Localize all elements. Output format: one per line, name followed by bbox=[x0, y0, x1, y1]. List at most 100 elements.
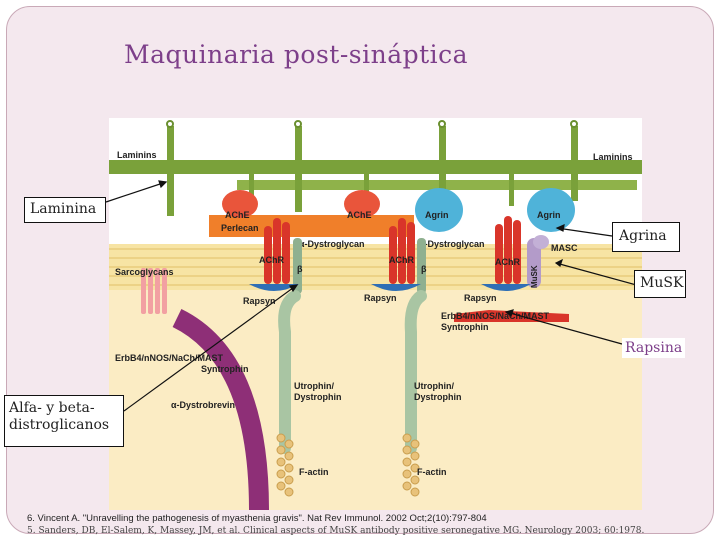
rapsyn-blob bbox=[371, 284, 421, 291]
label-agrin-2: Agrin bbox=[537, 210, 561, 220]
laminin-stalk bbox=[167, 126, 174, 216]
pointer-musk-arrow bbox=[554, 258, 564, 267]
achr-channel bbox=[273, 218, 281, 284]
label-erbb4-left: ErbB4/nNOS/NaCh/MAST bbox=[115, 353, 224, 363]
label-factin-2: F-actin bbox=[417, 467, 447, 477]
laminin-bar-lower bbox=[237, 180, 637, 190]
label-utrophin-1b: Dystrophin bbox=[294, 392, 342, 402]
laminin-knob bbox=[570, 120, 578, 128]
factin-bead bbox=[284, 451, 294, 461]
label-alpha-dystrobrevin: α-Dystrobrevin bbox=[171, 400, 235, 410]
laminin-stalk bbox=[295, 126, 302, 212]
factin-bead bbox=[284, 463, 294, 473]
label-alpha-dystroglycan-1: α-Dystroglycan bbox=[299, 239, 365, 249]
factin-bead bbox=[410, 463, 420, 473]
laminin-knob bbox=[438, 120, 446, 128]
factin-bead bbox=[410, 439, 420, 449]
callout-distroglicanos-line1: Alfa- y beta- bbox=[9, 400, 95, 416]
factin-bead bbox=[402, 469, 412, 479]
pointer-rapsina-arrow bbox=[504, 309, 514, 318]
achr-channel bbox=[282, 222, 290, 284]
laminin-stalk bbox=[249, 174, 254, 206]
label-ache-1: AChE bbox=[225, 210, 250, 220]
label-utrophin-2a: Utrophin/ bbox=[414, 381, 454, 391]
callout-rapsina-text: Rapsina bbox=[625, 340, 683, 356]
label-sarcoglycans: Sarcoglycans bbox=[115, 267, 174, 277]
laminin-stalk bbox=[571, 126, 578, 201]
label-rapsyn-1: Rapsyn bbox=[243, 296, 276, 306]
rapsyn-blob bbox=[481, 284, 531, 291]
utrophin bbox=[404, 290, 427, 454]
sarcoglycan bbox=[155, 268, 160, 314]
factin-bead bbox=[276, 481, 286, 491]
masc-blob bbox=[533, 235, 549, 249]
label-utrophin-2b: Dystrophin bbox=[414, 392, 462, 402]
label-beta-1: β bbox=[297, 264, 303, 274]
achr-channel bbox=[264, 226, 272, 284]
reference-2: 5. Sanders, DB, El-Salem, K, Massey, JM,… bbox=[27, 526, 645, 536]
factin-bead bbox=[410, 451, 420, 461]
label-achr-1: AChR bbox=[259, 255, 284, 265]
callout-agrina-text: Agrina bbox=[619, 228, 667, 244]
factin-bead bbox=[410, 487, 420, 497]
achr-channel bbox=[407, 222, 415, 284]
factin-bead bbox=[284, 475, 294, 485]
laminin-knob bbox=[166, 120, 174, 128]
agrin-blob bbox=[527, 188, 575, 232]
pointer-rapsina bbox=[505, 311, 623, 345]
achr-channel bbox=[398, 218, 406, 284]
label-musk: MuSK bbox=[530, 265, 539, 288]
label-alpha-dystroglycan-2: α-Dystroglycan bbox=[419, 239, 485, 249]
label-perlecan: Perlecan bbox=[221, 223, 259, 233]
label-achr-2: AChR bbox=[389, 255, 414, 265]
factin-bead bbox=[284, 487, 294, 497]
pointer-agrina-arrow bbox=[555, 224, 565, 232]
pointer-laminina bbox=[105, 181, 167, 203]
label-agrin-1: Agrin bbox=[425, 210, 449, 220]
pointer-agrina bbox=[556, 227, 613, 237]
laminin-knob bbox=[294, 120, 302, 128]
callout-laminina-text: Laminina bbox=[30, 201, 97, 217]
callout-distroglicanos: Alfa- y beta- distroglicanos bbox=[4, 395, 124, 447]
pointer-musk bbox=[555, 262, 641, 287]
label-achr-3: AChR bbox=[495, 257, 520, 267]
label-utrophin-1a: Utrophin/ bbox=[294, 381, 334, 391]
achr-channel bbox=[513, 220, 521, 284]
laminin-stalk bbox=[509, 174, 514, 206]
sarcoglycan bbox=[141, 268, 146, 314]
references: 6. Vincent A. "Unravelling the pathogene… bbox=[27, 512, 644, 538]
label-masc: MASC bbox=[551, 243, 578, 253]
label-laminins-left: Laminins bbox=[117, 150, 157, 160]
label-beta-2: β bbox=[421, 264, 427, 274]
achr-channel bbox=[504, 216, 512, 284]
factin-bead bbox=[276, 433, 286, 443]
slide-title: Maquinaria post-sináptica bbox=[124, 40, 469, 69]
sarcoglycan bbox=[148, 268, 153, 314]
postsynaptic-diagram: Perlecan AChE AChE Agrin Agrin Laminins … bbox=[109, 118, 642, 510]
factin-bead bbox=[402, 481, 412, 491]
beta-dystroglycan bbox=[293, 238, 302, 294]
label-factin-1: F-actin bbox=[299, 467, 329, 477]
dystrobrevin bbox=[172, 309, 269, 510]
factin-bead bbox=[410, 475, 420, 485]
callout-musk-text: MuSK bbox=[640, 275, 684, 291]
achr-channel bbox=[495, 224, 503, 284]
label-ache-2: AChE bbox=[347, 210, 372, 220]
label-syntrophin-left: Syntrophin bbox=[201, 364, 249, 374]
label-erbb4-right: ErbB4/nNOS/NaCh/MAST bbox=[441, 311, 550, 321]
factin-bead bbox=[276, 445, 286, 455]
laminin-bar bbox=[109, 160, 642, 174]
utrophin bbox=[278, 290, 301, 454]
pointer-distroglicanos-arrow bbox=[289, 284, 299, 293]
factin-bead bbox=[402, 457, 412, 467]
callout-distroglicanos-line2: distroglicanos bbox=[9, 417, 110, 433]
pointer-distroglicanos bbox=[123, 284, 298, 412]
achr-channel bbox=[389, 226, 397, 284]
label-rapsyn-3: Rapsyn bbox=[464, 293, 497, 303]
agrin-blob bbox=[415, 188, 463, 232]
callout-agrina: Agrina bbox=[612, 222, 680, 252]
callout-laminina: Laminina bbox=[24, 197, 106, 223]
ache-blob bbox=[344, 190, 380, 218]
ache-blob bbox=[222, 190, 258, 218]
